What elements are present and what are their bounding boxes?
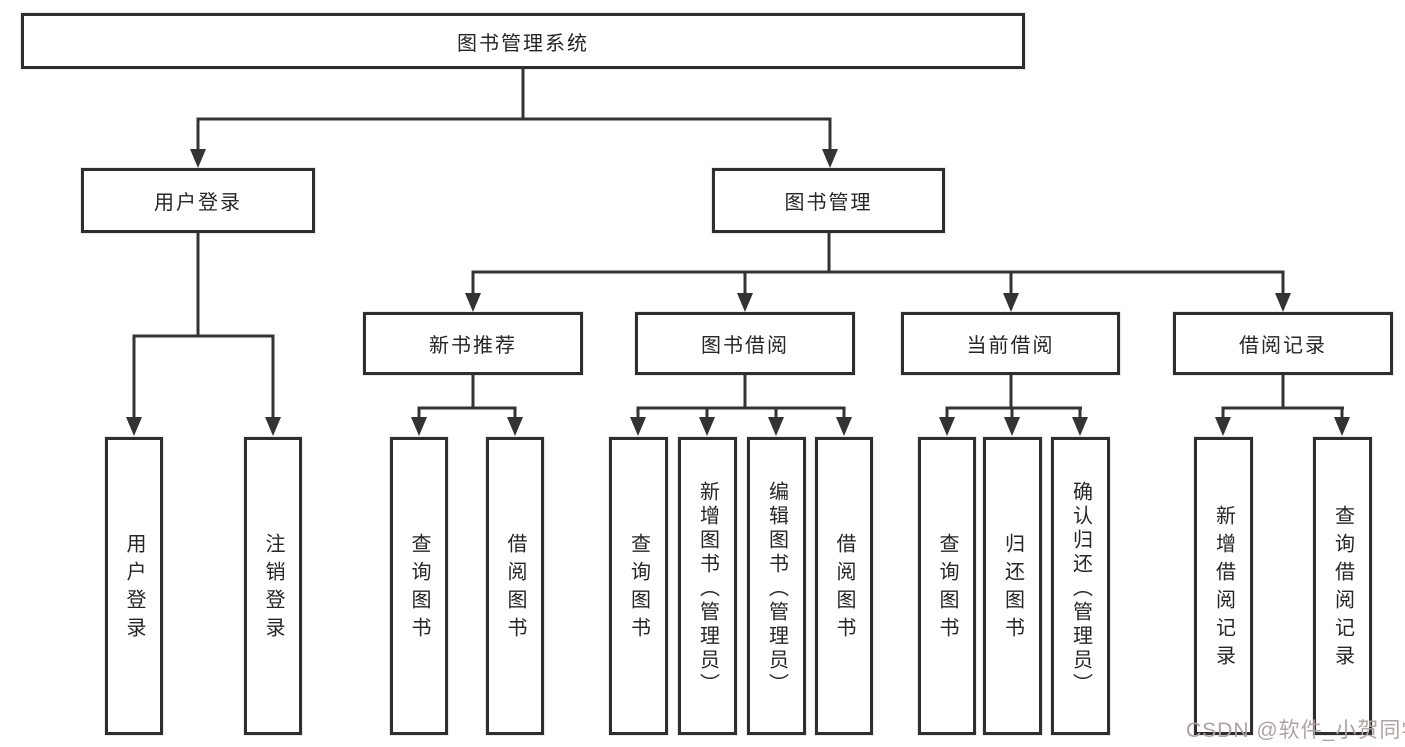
leaf-return-books: 归还图书	[983, 437, 1042, 735]
node-library-management-system: 图书管理系统	[21, 13, 1025, 69]
leaf-logout-login: 注销登录	[244, 437, 302, 735]
node-borrowing-records: 借阅记录	[1173, 312, 1393, 375]
leaf-borrow-books: 借阅图书	[815, 437, 873, 735]
node-user-login: 用户登录	[81, 168, 315, 233]
leaf-query-borrow-record: 查询借阅记录	[1313, 437, 1372, 735]
node-book-management: 图书管理	[712, 168, 945, 233]
leaf-user-login: 用户登录	[105, 437, 163, 735]
node-new-book-recommendation: 新书推荐	[363, 312, 583, 375]
leaf-add-books-admin: 新增图书（管理员）	[678, 437, 737, 735]
leaf-query-books-current: 查询图书	[918, 437, 976, 735]
watermark-text: CSDN @软件_小贺同学	[1186, 719, 1405, 742]
leaf-query-books-borrowing: 查询图书	[609, 437, 668, 735]
node-current-borrowing: 当前借阅	[901, 312, 1120, 375]
node-book-borrowing: 图书借阅	[635, 312, 855, 375]
leaf-add-borrow-record: 新增借阅记录	[1194, 437, 1253, 735]
leaf-edit-books-admin: 编辑图书（管理员）	[747, 437, 806, 735]
leaf-confirm-return-admin: 确认归还（管理员）	[1051, 437, 1110, 735]
leaf-borrow-books-recommend: 借阅图书	[486, 437, 544, 735]
leaf-query-books-recommend: 查询图书	[390, 437, 448, 735]
